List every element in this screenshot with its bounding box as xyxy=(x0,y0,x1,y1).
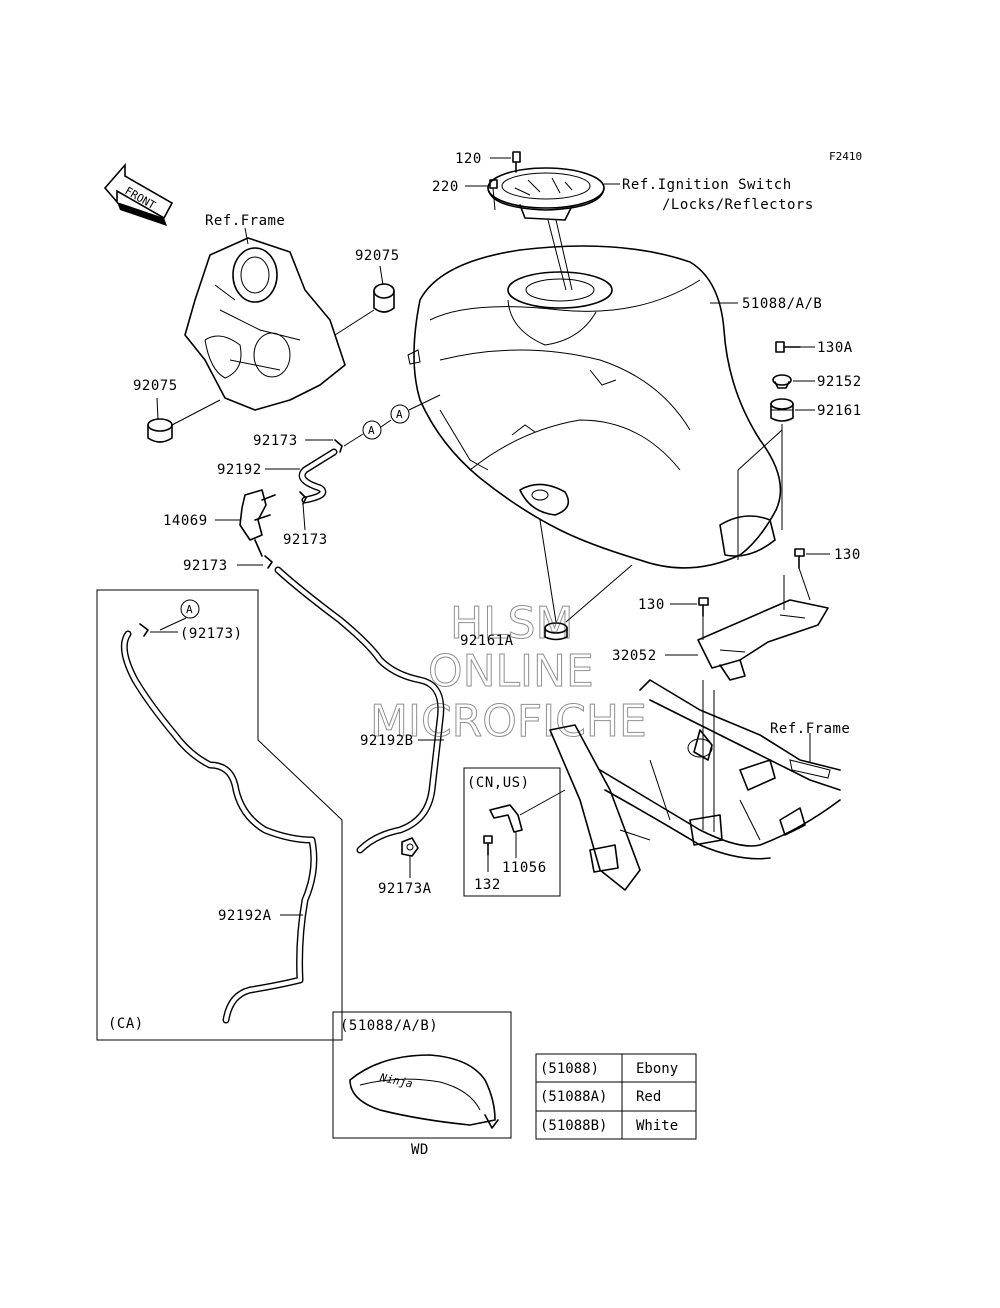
label-220: 220 xyxy=(432,179,459,195)
watermark-line1: HLSM xyxy=(450,598,574,649)
clamp-92173-a-icon xyxy=(334,439,343,453)
label-92192: 92192 xyxy=(217,462,262,478)
label-92075-top: 92075 xyxy=(355,248,400,264)
frame-head-icon xyxy=(184,237,346,411)
label-ref-frame-top: Ref.Frame xyxy=(205,213,285,229)
label-92173-paren: (92173) xyxy=(180,626,243,642)
fuel-cap-icon xyxy=(487,167,605,291)
label-11056: 11056 xyxy=(502,860,547,876)
label-130-right: 130 xyxy=(834,547,861,563)
damper-92161A-icon xyxy=(544,622,568,641)
bolt-130-right-icon xyxy=(794,548,805,569)
label-92161: 92161 xyxy=(817,403,862,419)
clamp-92173-b-icon xyxy=(299,491,307,505)
label-32052: 32052 xyxy=(612,648,657,664)
diagram-code: F2410 xyxy=(829,150,862,163)
hose-92192A-icon xyxy=(120,630,318,1024)
label-92173-a: 92173 xyxy=(253,433,298,449)
watermark: HLSM ONLINE MICROFICHE xyxy=(370,598,648,748)
label-92173A: 92173A xyxy=(378,881,432,897)
bolt-120-icon xyxy=(512,151,521,173)
screw-132-icon xyxy=(483,835,493,856)
frame-main-icon xyxy=(549,679,841,891)
fuel-tank-icon xyxy=(407,245,782,569)
label-51088: 51088/A/B xyxy=(742,296,822,312)
clamp-92173-c-icon xyxy=(264,555,273,569)
bracket-32052-icon xyxy=(697,599,829,681)
table-row-code: (51088A) xyxy=(540,1089,607,1105)
label-ref-frame-bottom: Ref.Frame xyxy=(770,721,850,737)
label-132: 132 xyxy=(474,877,501,893)
clamp-92173-ca-icon xyxy=(139,623,149,637)
valve-14069-icon xyxy=(239,489,276,557)
label-92173-c: 92173 xyxy=(183,558,228,574)
marker-a-3-label: A xyxy=(186,603,193,616)
watermark-line2: ONLINE xyxy=(428,646,594,697)
label-130-mid: 130 xyxy=(638,597,665,613)
bolt-130-mid-icon xyxy=(698,597,709,617)
label-cnus: (CN,US) xyxy=(467,775,530,791)
table-row-color: Red xyxy=(636,1089,661,1105)
cnus-region-box: (CN,US) xyxy=(463,767,561,897)
bolt-220-icon xyxy=(489,179,498,211)
marker-a-3: A xyxy=(180,599,200,619)
front-arrow-icon: FRONT xyxy=(103,162,174,226)
label-14069: 14069 xyxy=(163,513,208,529)
marker-a-2-label: A xyxy=(396,408,403,421)
clamp-92173A-icon xyxy=(401,837,419,857)
grommet-92075-left-icon xyxy=(147,418,173,443)
label-92192B: 92192B xyxy=(360,733,414,749)
label-92161A: 92161A xyxy=(460,633,514,649)
marker-a-1: A xyxy=(362,420,382,440)
label-92152: 92152 xyxy=(817,374,862,390)
ca-region-box: (CA) xyxy=(96,589,343,1041)
label-inset-caption: WD xyxy=(411,1142,429,1158)
table-row-color: Ebony xyxy=(636,1061,678,1077)
label-130A: 130A xyxy=(817,340,853,356)
bolt-130A-icon xyxy=(775,341,801,353)
label-ref-ignition-1: Ref.Ignition Switch xyxy=(622,177,792,193)
collar-92152-icon xyxy=(772,374,792,389)
table-row-code: (51088B) xyxy=(540,1118,607,1134)
grommet-92075-top-icon xyxy=(373,283,395,313)
watermark-line3: MICROFICHE xyxy=(370,696,647,747)
hose-92192B-icon xyxy=(274,566,445,854)
label-92075-left: 92075 xyxy=(133,378,178,394)
label-ref-ignition-2: /Locks/Reflectors xyxy=(662,197,814,213)
marker-a-2: A xyxy=(390,404,410,424)
table-row-code: (51088) xyxy=(540,1061,599,1077)
label-92192A: 92192A xyxy=(218,908,272,924)
clip-11056-icon xyxy=(489,804,523,833)
marker-a-1-label: A xyxy=(368,424,375,437)
hose-92192-icon xyxy=(298,448,338,504)
label-inset-title: (51088/A/B) xyxy=(340,1018,438,1034)
label-ca: (CA) xyxy=(108,1016,144,1032)
table-row-color: White xyxy=(636,1118,678,1134)
color-table: (51088) Ebony (51088A) Red (51088B) Whit… xyxy=(535,1053,697,1140)
inset-logo: Ninja xyxy=(378,1071,414,1091)
inset-tank-box: (51088/A/B) Ninja WD xyxy=(332,1011,512,1158)
label-120: 120 xyxy=(455,151,482,167)
label-92173-b: 92173 xyxy=(283,532,328,548)
damper-92161-icon xyxy=(770,398,794,422)
